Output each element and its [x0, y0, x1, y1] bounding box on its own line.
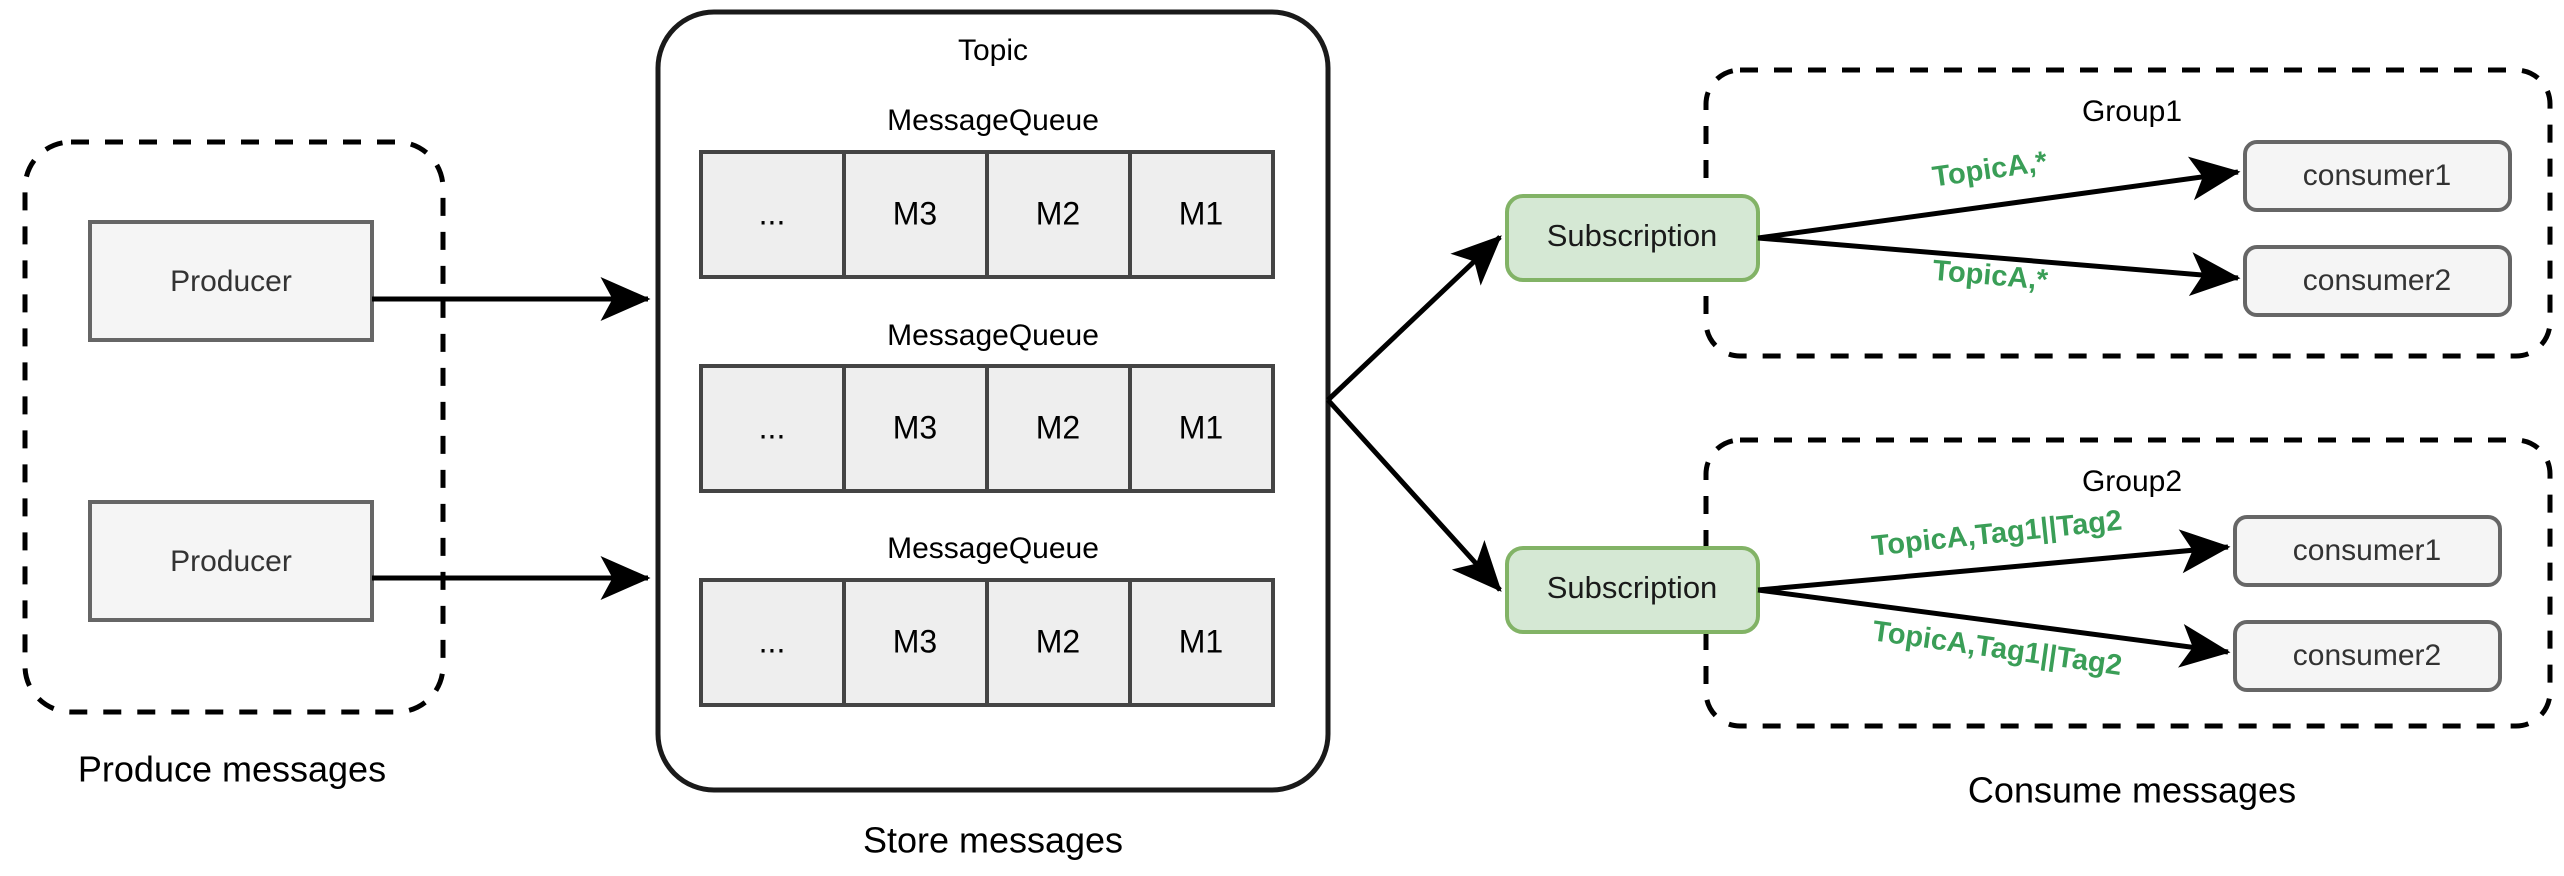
queue1-cell-2-label: M3	[893, 195, 937, 231]
queue3-cell-4-label: M1	[1179, 623, 1223, 659]
edge-topic-to-subscription1	[1326, 235, 1502, 402]
message-queue-row-1: ... M3 M2 M1	[699, 150, 1275, 279]
messagequeue-label-1: MessageQueue	[887, 104, 1099, 137]
queue1-cell-4[interactable]	[1128, 150, 1275, 279]
queue3-cell-3[interactable]	[985, 578, 1132, 707]
message-queue-row-3: ... M3 M2 M1	[699, 578, 1275, 707]
group1-filter-label-1: TopicA,*	[1930, 146, 2049, 194]
queue1-cell-3-label: M2	[1036, 195, 1080, 231]
group2-consumer-label-1: consumer1	[2293, 534, 2441, 567]
edge-subscription2-to-g2c1	[1757, 529, 2231, 593]
producer-label-1: Producer	[170, 265, 292, 298]
queue2-cell-3-label: M2	[1036, 409, 1080, 445]
queue3-cell-2-label: M3	[893, 623, 937, 659]
group1-consumer-label-2: consumer2	[2303, 264, 2451, 297]
group1-consumer-box-1[interactable]	[2243, 140, 2512, 212]
messagequeue-label-3: MessageQueue	[887, 532, 1099, 565]
queue1-cell-4-label: M1	[1179, 195, 1223, 231]
edge-subscription1-to-g1c1	[1757, 156, 2241, 241]
group2-label: Group2	[2082, 465, 2182, 498]
topic-title: Topic	[958, 34, 1028, 67]
producer-box-2[interactable]	[88, 500, 374, 622]
message-queue-row-2: ... M3 M2 M1	[699, 364, 1275, 493]
queue1-cell-3[interactable]	[985, 150, 1132, 279]
group1-boundary	[1703, 67, 2553, 359]
queue3-cell-3-label: M2	[1036, 623, 1080, 659]
queue1-cell-1-label: ...	[759, 195, 786, 231]
edge-subscription2-to-g2c2	[1757, 587, 2231, 668]
queue2-cell-1[interactable]	[699, 364, 846, 493]
queue1-cell-1[interactable]	[699, 150, 846, 279]
queue3-cell-1-label: ...	[759, 623, 786, 659]
group2-filter-label-1: TopicA,Tag1||Tag2	[1870, 505, 2123, 563]
queue2-cell-1-label: ...	[759, 409, 786, 445]
group2-consumer-box-2[interactable]	[2233, 620, 2502, 692]
queue3-cell-4[interactable]	[1128, 578, 1275, 707]
producer-box-1[interactable]	[88, 220, 374, 342]
consume-caption: Consume messages	[1968, 770, 2296, 811]
store-caption: Store messages	[863, 820, 1123, 861]
queue3-cell-1[interactable]	[699, 578, 846, 707]
edge-topic-to-subscription2	[1326, 398, 1502, 592]
group2-filter-label-2: TopicA,Tag1||Tag2	[1870, 615, 2123, 682]
group2-consumer-label-2: consumer2	[2293, 639, 2441, 672]
messagequeue-label-2: MessageQueue	[887, 319, 1099, 352]
subscription-label-2: Subscription	[1547, 570, 1718, 605]
queue2-cell-2-label: M3	[893, 409, 937, 445]
subscription-label-1: Subscription	[1547, 218, 1718, 253]
queue2-cell-4[interactable]	[1128, 364, 1275, 493]
queue2-cell-3[interactable]	[985, 364, 1132, 493]
group1-label: Group1	[2082, 95, 2182, 128]
producer-label-2: Producer	[170, 545, 292, 578]
produce-caption: Produce messages	[78, 749, 386, 790]
edge-subscription1-to-g1c2	[1757, 235, 2241, 296]
group1-consumer-label-1: consumer1	[2303, 159, 2451, 192]
queue2-cell-4-label: M1	[1179, 409, 1223, 445]
group1-consumer-box-2[interactable]	[2243, 245, 2512, 317]
group2-consumer-box-1[interactable]	[2233, 515, 2502, 587]
group2-boundary	[1703, 437, 2553, 729]
